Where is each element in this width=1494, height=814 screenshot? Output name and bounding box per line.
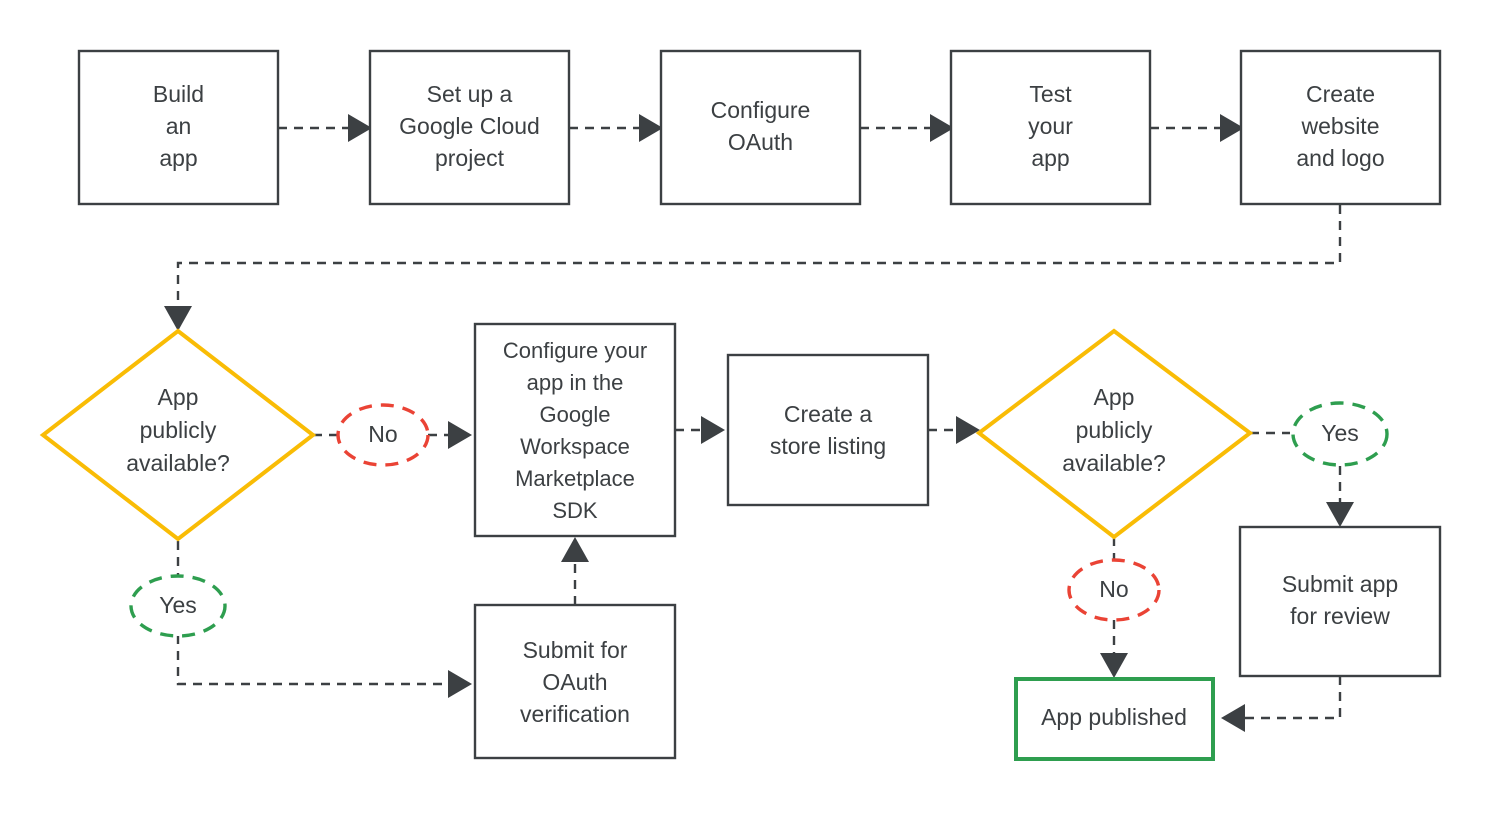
connector-submit-review-to-app-published <box>1243 676 1342 720</box>
node-app-published[interactable]: App published <box>1014 677 1215 761</box>
edge-label-text: Yes <box>1321 420 1359 446</box>
node-decision-right[interactable]: App publicly available? <box>975 328 1254 540</box>
connectors <box>164 114 1354 732</box>
edge-label-left-yes: Yes <box>129 574 227 638</box>
node-label-line: SDK <box>552 498 598 523</box>
node-label-line: Marketplace <box>515 466 635 491</box>
connector-website-to-decision-left <box>176 205 1342 306</box>
node-label-line: Build <box>153 81 204 107</box>
node-label-line: Test <box>1029 81 1072 107</box>
edge-label-right-no: No <box>1067 558 1161 622</box>
arrow-head-icon <box>448 421 472 449</box>
node-box <box>726 353 930 507</box>
connector-yes-to-oauth-verification <box>176 635 450 686</box>
arrow-head-icon <box>1100 653 1128 678</box>
node-label-line: available? <box>126 450 230 476</box>
node-decision-left[interactable]: App publicly available? <box>39 328 317 542</box>
no-badge-ellipse <box>336 403 430 467</box>
arrow-head-icon <box>701 416 725 444</box>
node-label-line: project <box>435 145 505 171</box>
node-label-line: Configure your <box>503 338 647 363</box>
node-configure-oauth[interactable]: Configure OAuth <box>659 49 862 206</box>
node-submit-review[interactable]: Submit app for review <box>1238 525 1442 678</box>
node-label-line: Google <box>540 402 611 427</box>
arrow-head-icon <box>164 306 192 331</box>
node-build-app[interactable]: Build an app <box>77 49 280 206</box>
node-label-line: OAuth <box>728 129 793 155</box>
node-label-line: Create a <box>784 401 872 427</box>
node-label-line: app <box>159 145 197 171</box>
no-badge-ellipse <box>1067 558 1161 622</box>
node-label-line: website <box>1301 113 1380 139</box>
node-label-line: app <box>1031 145 1069 171</box>
node-label-line: Set up a <box>427 81 513 107</box>
node-label-line: store listing <box>770 433 886 459</box>
node-label-line: and logo <box>1296 145 1384 171</box>
node-gcp-project[interactable]: Set up a Google Cloud project <box>368 49 571 206</box>
node-website-logo[interactable]: Create website and logo <box>1239 49 1442 206</box>
yes-badge-ellipse <box>129 574 227 638</box>
node-label-line: an <box>166 113 192 139</box>
arrow-head-icon <box>1221 704 1245 732</box>
node-configure-sdk[interactable]: Configure your app in the Google Workspa… <box>473 322 677 538</box>
node-label-line: App <box>1094 384 1135 410</box>
node-box <box>1238 525 1442 678</box>
node-box <box>77 49 280 206</box>
arrow-head-icon <box>956 416 980 444</box>
node-label-line: App published <box>1041 704 1187 730</box>
decision-diamond <box>975 328 1254 540</box>
node-label-line: verification <box>520 701 630 727</box>
node-box <box>473 603 677 760</box>
node-label-line: available? <box>1062 450 1166 476</box>
node-oauth-verification[interactable]: Submit for OAuth verification <box>473 603 677 760</box>
arrow-head-icon <box>639 114 663 142</box>
node-label-line: Submit for <box>523 637 628 663</box>
decision-diamond <box>39 328 317 542</box>
node-label-line: Workspace <box>520 434 630 459</box>
edge-label-right-yes: Yes <box>1291 401 1389 467</box>
node-box <box>368 49 571 206</box>
node-box <box>1014 677 1215 761</box>
node-label-line: Submit app <box>1282 571 1398 597</box>
arrow-head-icon <box>1220 114 1244 142</box>
arrow-head-icon <box>561 537 589 562</box>
node-label-line: Create <box>1306 81 1375 107</box>
yes-badge-ellipse <box>1291 401 1389 467</box>
node-label-line: OAuth <box>542 669 607 695</box>
node-label-line: publicly <box>1076 417 1153 443</box>
node-box <box>659 49 862 206</box>
node-store-listing[interactable]: Create a store listing <box>726 353 930 507</box>
node-label-line: app in the <box>527 370 624 395</box>
node-box <box>1239 49 1442 206</box>
node-label-line: Configure <box>711 97 811 123</box>
node-label-line: Google Cloud <box>399 113 540 139</box>
node-label-line: App <box>158 384 199 410</box>
node-label-line: your <box>1028 113 1073 139</box>
edge-label-text: Yes <box>159 592 197 618</box>
node-label-line: publicly <box>140 417 217 443</box>
edge-label-text: No <box>1099 576 1128 602</box>
node-label-line: for review <box>1290 603 1390 629</box>
node-box <box>473 322 677 538</box>
node-test-app[interactable]: Test your app <box>949 49 1152 206</box>
arrow-head-icon <box>930 114 954 142</box>
arrow-head-icon <box>1326 502 1354 527</box>
node-box <box>949 49 1152 206</box>
arrow-head-icon <box>448 670 472 698</box>
arrow-head-icon <box>348 114 372 142</box>
edge-label-left-no: No <box>336 403 430 467</box>
edge-label-text: No <box>368 421 397 447</box>
